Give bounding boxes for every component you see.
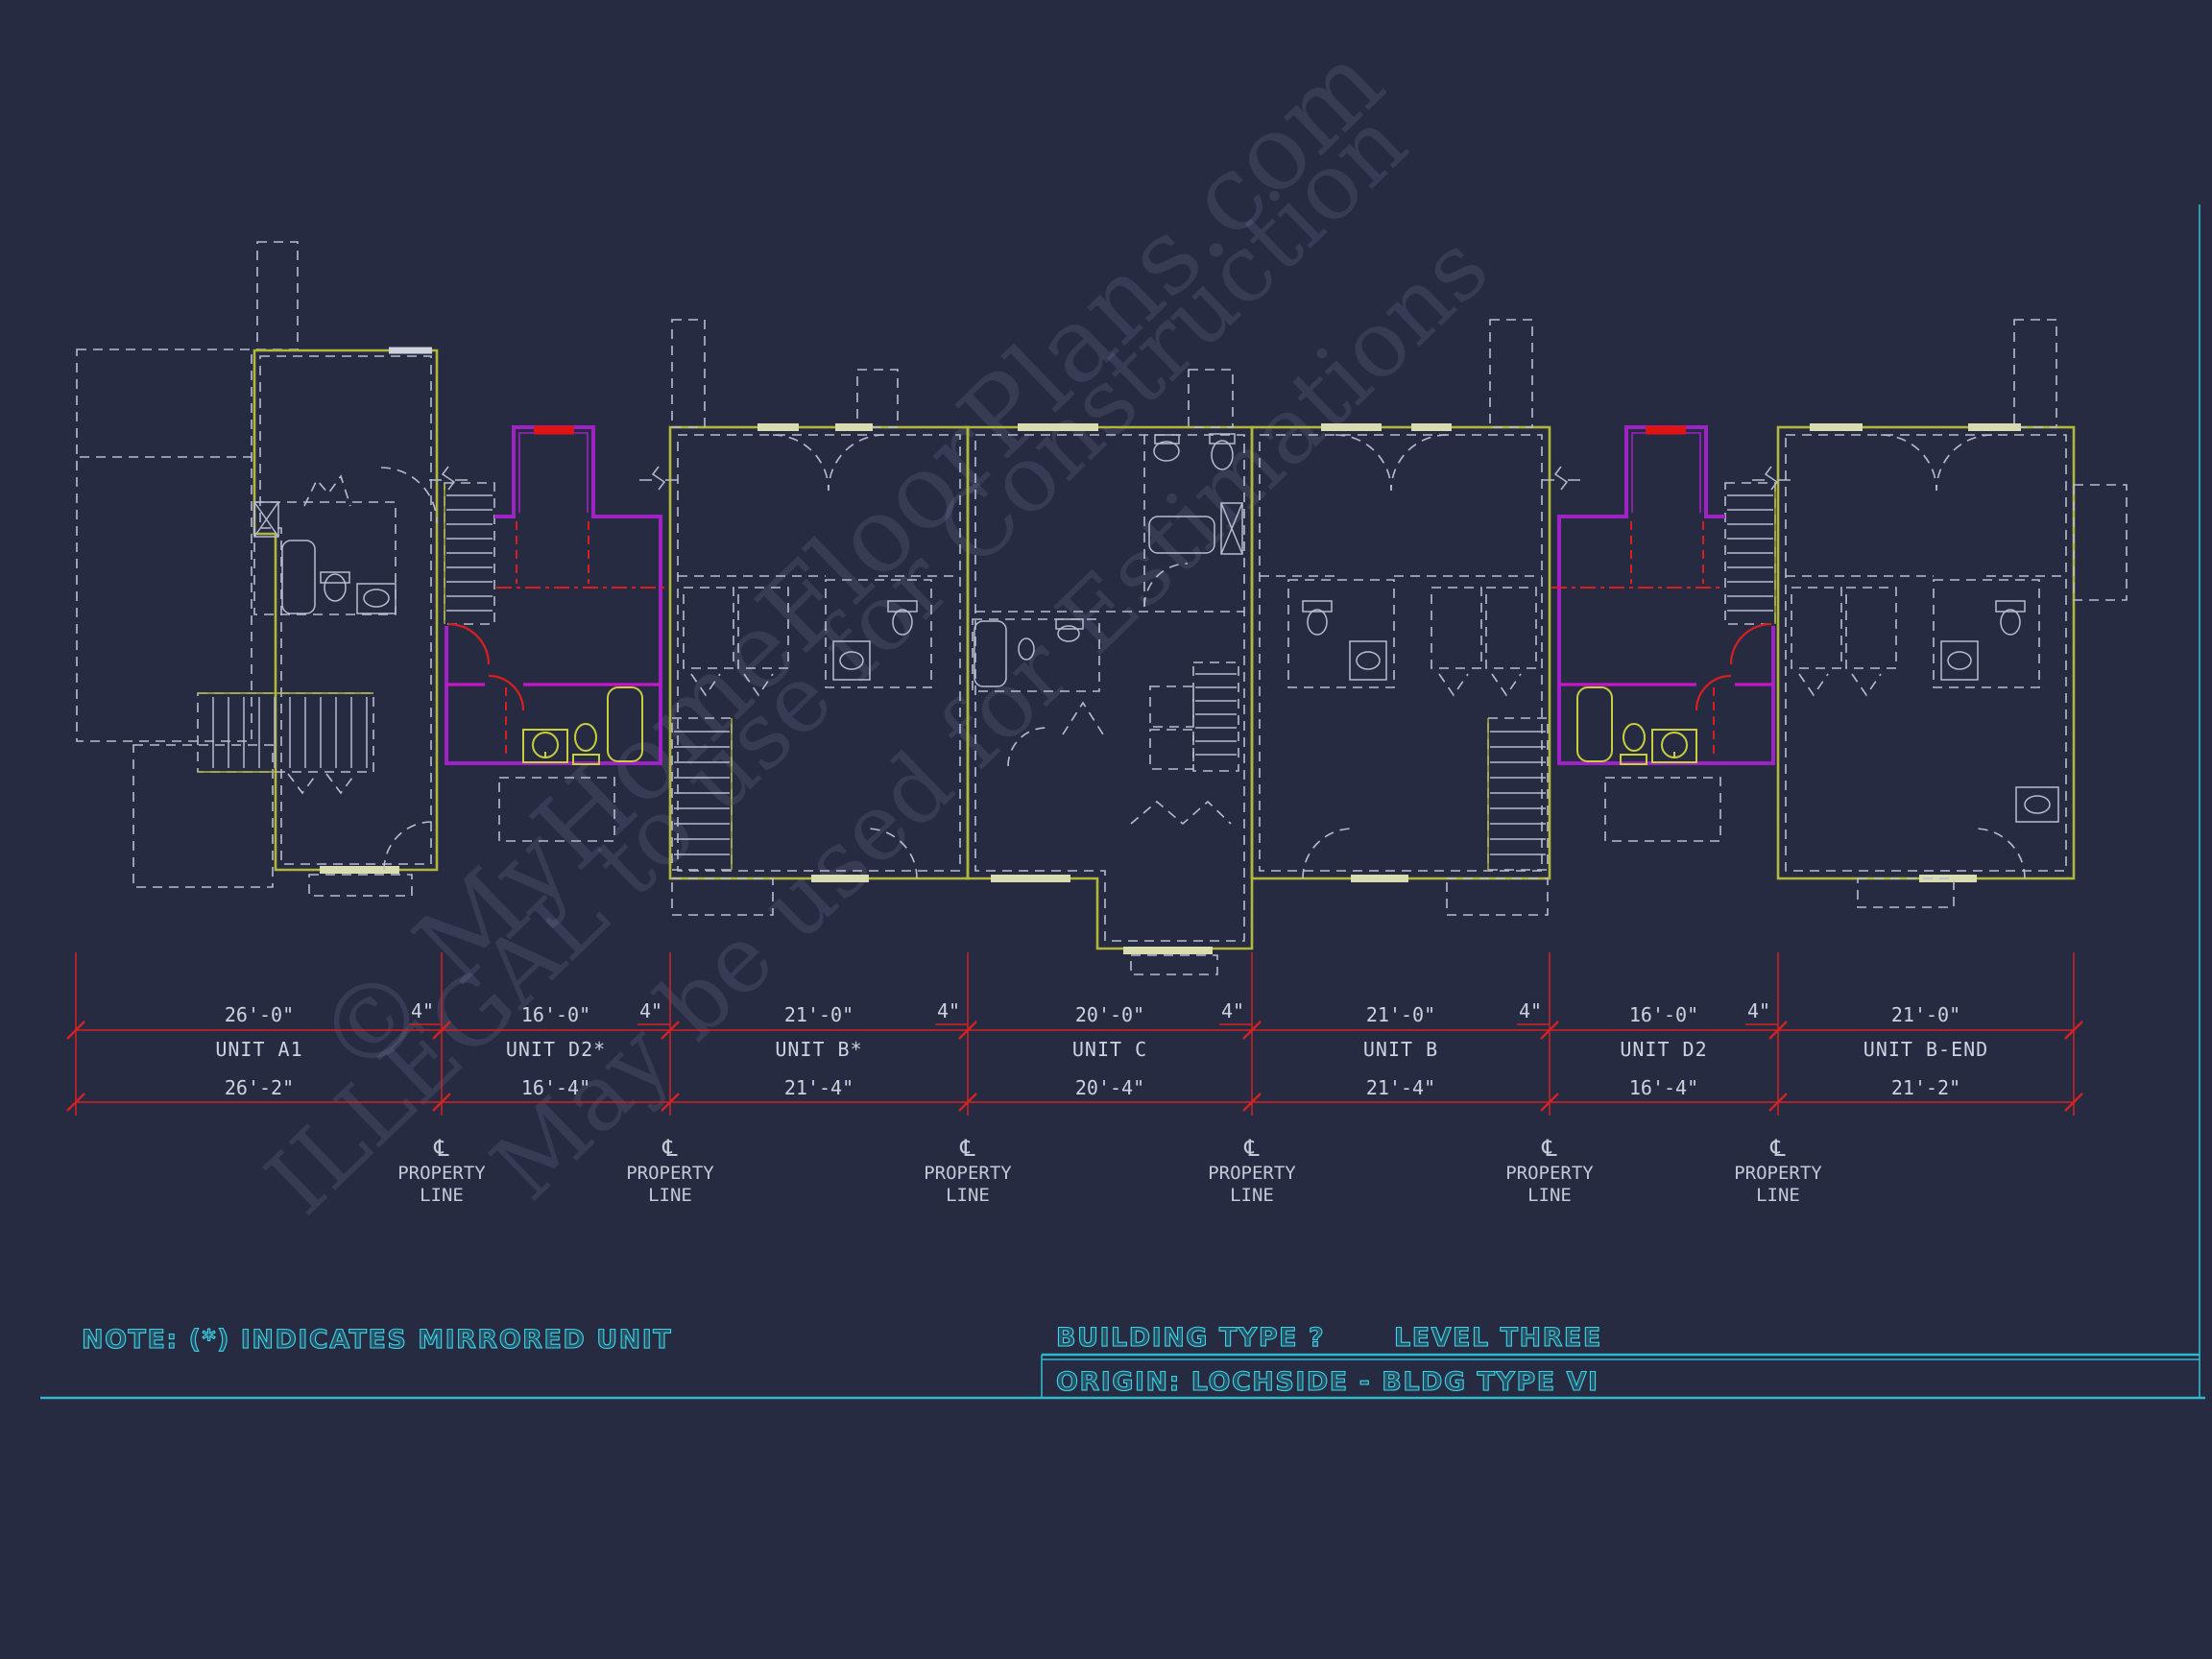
unit-label-bend: UNIT B-END [1863,1038,1988,1061]
title-block: NOTE: (*) INDICATES MIRRORED UNIT BUILDI… [40,204,2205,1400]
unit-d2-plan [1551,425,1776,842]
dim-overall-b: 21'-4" [1366,1076,1435,1099]
origin-text: ORIGIN: LOCHSIDE - BLDG TYPE VI [1056,1367,1599,1397]
centerline-symbol: ℄ [1243,1135,1260,1162]
stair-treads-a1 [212,697,368,768]
property-line-label-1: ℄ PROPERTY LINE [397,1135,486,1206]
unit-c-plan [966,369,1254,975]
dim-width-bend: 21'-0" [1891,1003,1960,1026]
property-line-label-4: ℄ PROPERTY LINE [1208,1135,1296,1206]
dim-overall-bend: 21'-2" [1891,1076,1960,1099]
unit-bend-plan [1776,319,2128,908]
centerline-symbol: ℄ [433,1135,449,1162]
unit-label-bstar: UNIT B* [775,1038,862,1061]
unit-label-a1: UNIT A1 [215,1038,302,1061]
line-word: LINE [648,1185,692,1206]
unit-label-d2: UNIT D2 [1620,1038,1707,1061]
property-line-label-6: ℄ PROPERTY LINE [1734,1135,1822,1206]
centerline-symbol: ℄ [959,1135,975,1162]
level-text: LEVEL THREE [1394,1323,1602,1353]
line-word: LINE [1527,1185,1572,1206]
dim-gap-5: 4" [1519,999,1542,1022]
dim-gap-6: 4" [1747,999,1770,1022]
stair-treads-d2m [446,494,493,612]
note-text: NOTE: (*) INDICATES MIRRORED UNIT [82,1325,672,1355]
property-word: PROPERTY [1734,1163,1822,1184]
property-line-labels: ℄ PROPERTY LINE ℄ PROPERTY LINE ℄ PROPER… [397,1135,1822,1206]
property-line-label-3: ℄ PROPERTY LINE [924,1135,1012,1206]
dim-overall-d2m: 16'-4" [521,1076,590,1099]
line-word: LINE [1756,1185,1800,1206]
dim-gap-3: 4" [937,999,960,1022]
building-type-text: BUILDING TYPE ? [1056,1323,1325,1353]
stair-treads-bstar [674,731,730,855]
unit-label-d2m: UNIT D2* [506,1038,606,1061]
property-line-label-2: ℄ PROPERTY LINE [626,1135,714,1206]
stair-treads-b [1490,731,1546,855]
unit-a1-plan [76,241,439,897]
unit-label-c: UNIT C [1072,1038,1147,1061]
dim-width-c: 20'-0" [1075,1003,1144,1026]
dim-gap-4: 4" [1221,999,1244,1022]
centerline-symbol: ℄ [1541,1135,1557,1162]
line-word: LINE [1230,1185,1274,1206]
dim-overall-d2: 16'-4" [1629,1076,1698,1099]
property-word: PROPERTY [1505,1163,1594,1184]
unit-bstar-plan [668,319,970,916]
centerline-symbol: ℄ [661,1135,678,1162]
dim-width-b: 21'-0" [1366,1003,1435,1026]
line-word: LINE [420,1185,464,1206]
dim-width-bstar: 21'-0" [784,1003,854,1026]
dim-width-a1: 26'-0" [225,1003,294,1026]
unit-b-plan [1250,319,1551,916]
floorplan [76,241,2128,975]
stair-treads-c [1195,673,1237,756]
dimension-ticks [66,1021,2083,1112]
property-word: PROPERTY [626,1163,714,1184]
roof-break-marks [429,466,1791,491]
dim-overall-c: 20'-4" [1075,1076,1144,1099]
dim-width-d2m: 16'-0" [521,1003,590,1026]
dim-gap-1: 4" [411,999,434,1022]
line-word: LINE [946,1185,990,1206]
dim-overall-a1: 26'-2" [225,1076,294,1099]
unit-d2m-plan [444,425,668,842]
property-line-label-5: ℄ PROPERTY LINE [1505,1135,1594,1206]
dimensions: 26'-0" 16'-0" 21'-0" 20'-0" 21'-0" 16'-0… [66,952,2083,1116]
unit-label-b: UNIT B [1363,1038,1438,1061]
dim-width-d2: 16'-0" [1629,1003,1698,1026]
dim-overall-bstar: 21'-4" [784,1076,854,1099]
property-word: PROPERTY [397,1163,486,1184]
property-word: PROPERTY [1208,1163,1296,1184]
extension-lines [75,952,2075,1116]
dim-gap-2: 4" [639,999,662,1022]
stair-treads-d2 [1727,494,1773,612]
centerline-symbol: ℄ [1769,1135,1786,1162]
property-word: PROPERTY [924,1163,1012,1184]
